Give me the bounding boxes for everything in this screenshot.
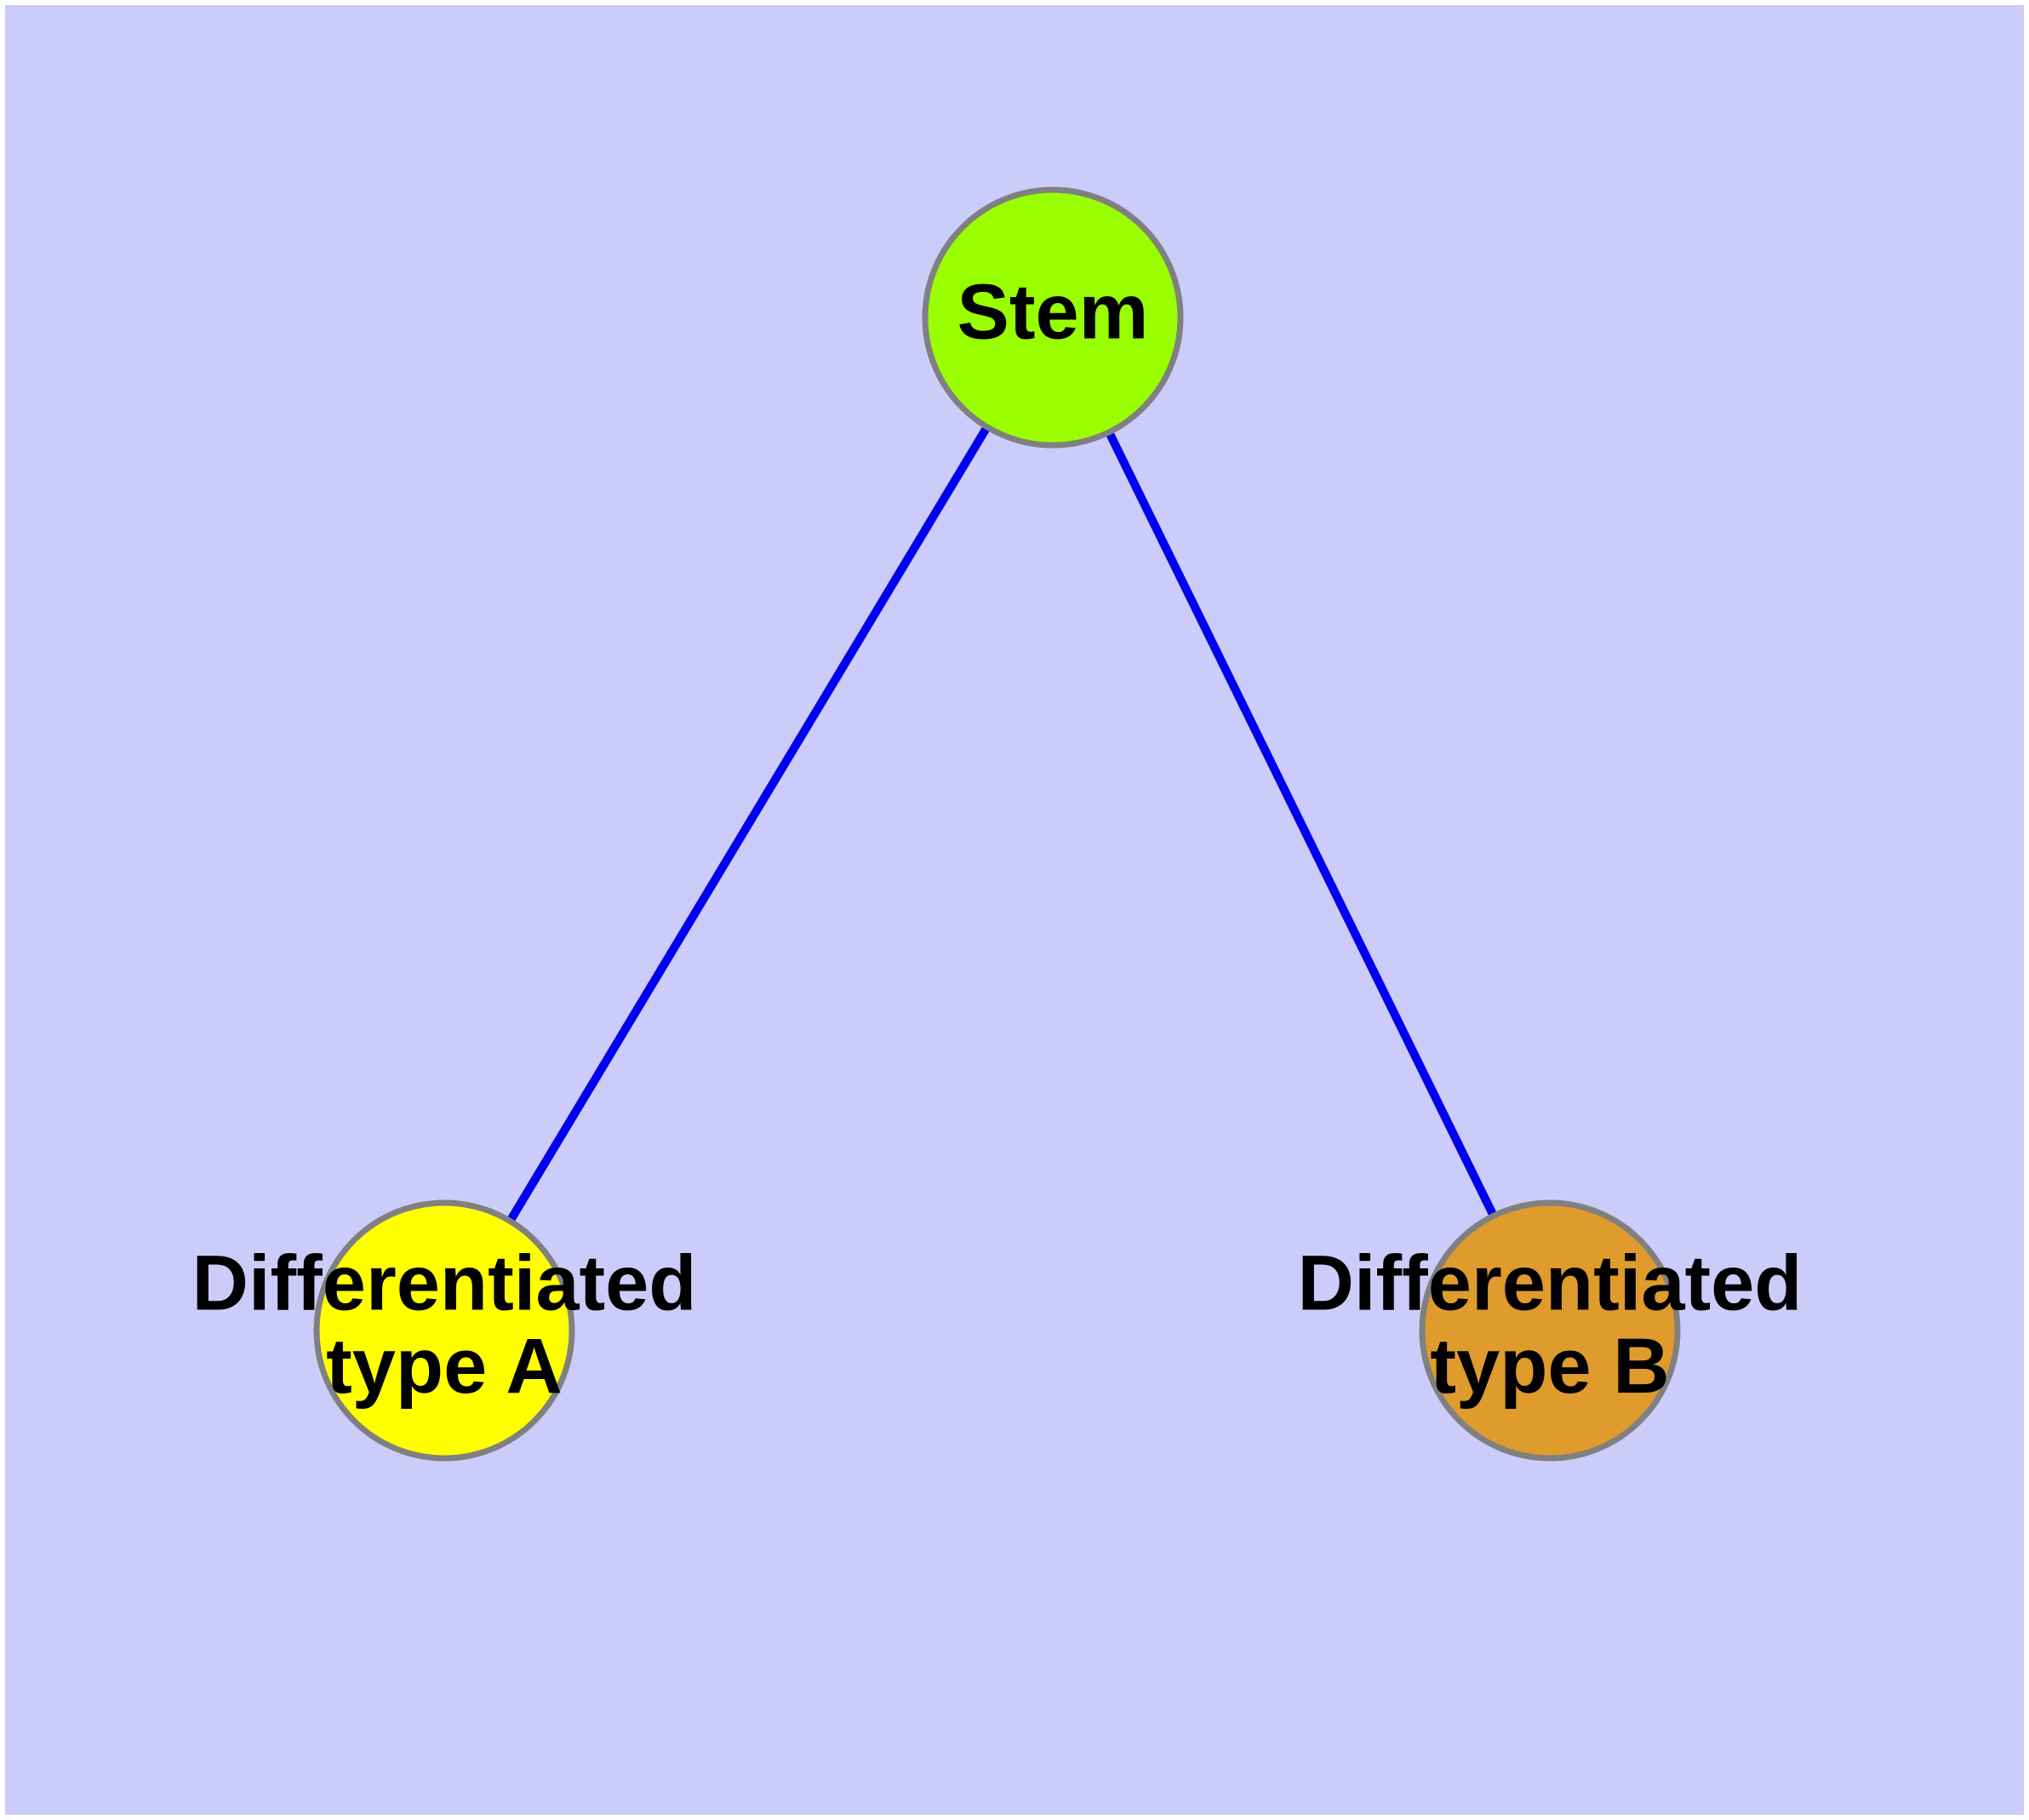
edges-layer bbox=[506, 425, 1498, 1223]
node-circle[interactable] bbox=[922, 186, 1184, 449]
node-label: Stem bbox=[957, 268, 1149, 355]
graph-edge[interactable] bbox=[506, 425, 992, 1223]
node-circle[interactable] bbox=[1419, 1199, 1681, 1462]
node-label: Differentiated bbox=[192, 1240, 697, 1327]
node-circle[interactable] bbox=[313, 1199, 575, 1462]
node-label: Differentiated bbox=[1298, 1240, 1803, 1327]
graph-node-stem[interactable]: Stem bbox=[922, 186, 1184, 449]
node-label: type B bbox=[1430, 1323, 1669, 1410]
node-label: type A bbox=[326, 1323, 563, 1410]
graph-edge[interactable] bbox=[1105, 430, 1498, 1218]
